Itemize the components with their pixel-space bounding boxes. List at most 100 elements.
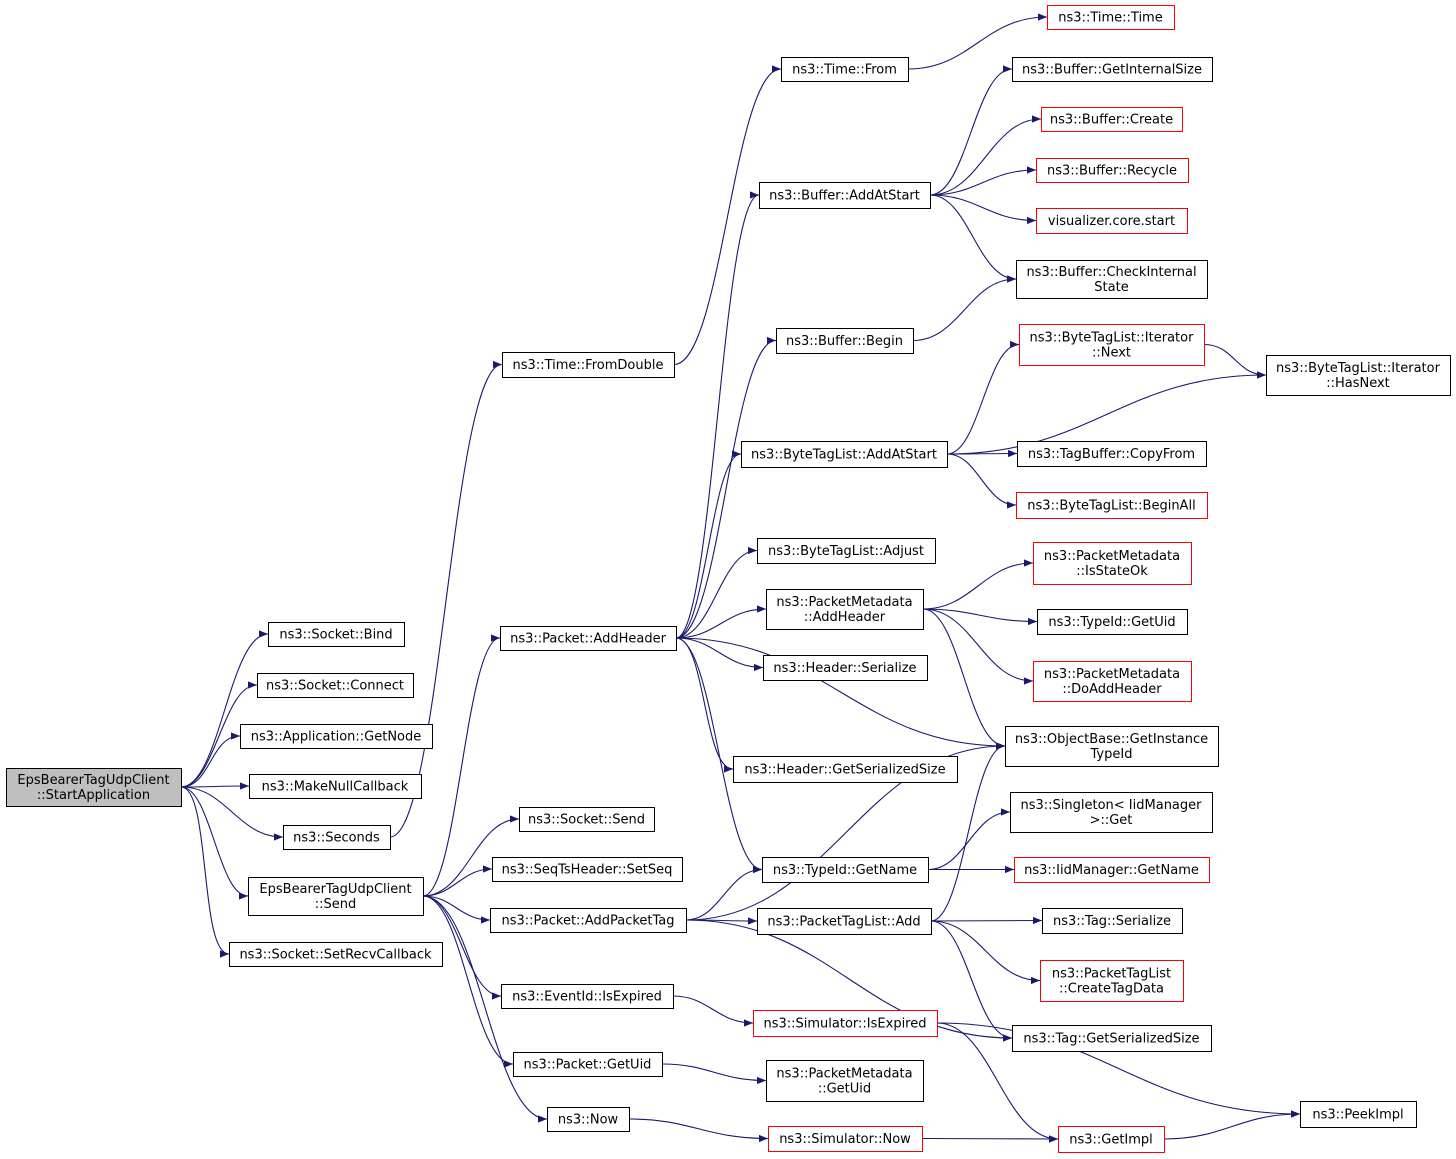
node-box <box>519 807 655 832</box>
node-typeidgetname[interactable]: ns3::TypeId::GetName <box>762 857 929 883</box>
call-edge-addpackettag-to-objgettypeid <box>685 742 1006 921</box>
node-label: ns3::Buffer::Create <box>1050 113 1173 128</box>
call-edge-addheader-to-btladjust <box>675 546 758 639</box>
call-edge-addheader-to-objgettypeid <box>675 637 1006 750</box>
node-label: ns3::Socket::Send <box>528 813 645 828</box>
node-box <box>757 908 932 935</box>
node-label: ::IsStateOk <box>1076 564 1148 579</box>
node-connect[interactable]: ns3::Socket::Connect <box>257 673 414 698</box>
node-label: ns3::Time::FromDouble <box>513 358 664 373</box>
node-tagbufcopy[interactable]: ns3::TagBuffer::CopyFrom <box>1017 441 1207 467</box>
node-send[interactable]: EpsBearerTagUdpClient::Send <box>248 877 424 916</box>
call-edge-bufaddstart-to-bufcheck <box>929 194 1017 283</box>
node-btlithasnext[interactable]: ns3::ByteTagList::Iterator::HasNext <box>1266 355 1451 396</box>
node-box <box>1041 107 1183 132</box>
node-btlitnext[interactable]: ns3::ByteTagList::Iterator::Next <box>1019 324 1205 366</box>
node-simisexpired[interactable]: ns3::Simulator::IsExpired <box>753 1010 938 1037</box>
node-bufcreate[interactable]: ns3::Buffer::Create <box>1041 107 1183 132</box>
node-ptladd[interactable]: ns3::PacketTagList::Add <box>757 908 932 935</box>
node-hdrserialize[interactable]: ns3::Header::Serialize <box>763 655 928 681</box>
node-makenull[interactable]: ns3::MakeNullCallback <box>249 774 422 799</box>
node-tagserialize[interactable]: ns3::Tag::Serialize <box>1042 908 1183 934</box>
call-edge-timefrom-to-timetime <box>907 13 1048 70</box>
node-pmgetuid[interactable]: ns3::PacketMetadata::GetUid <box>766 1060 924 1102</box>
node-singletonget[interactable]: ns3::Singleton< IidManager>::Get <box>1010 792 1213 833</box>
node-box <box>1058 1126 1165 1153</box>
node-simnow[interactable]: ns3::Simulator::Now <box>768 1126 923 1152</box>
node-label: visualizer.core.start <box>1048 214 1175 229</box>
call-edge-send-to-addheader <box>422 634 501 897</box>
node-socksend[interactable]: ns3::Socket::Send <box>519 807 655 832</box>
node-pmdoaddheader[interactable]: ns3::PacketMetadata::DoAddHeader <box>1033 661 1192 702</box>
node-ptlcreatetag[interactable]: ns3::PacketTagList::CreateTagData <box>1040 960 1184 1002</box>
node-bufrecycle[interactable]: ns3::Buffer::Recycle <box>1036 158 1189 183</box>
node-box <box>513 1052 663 1077</box>
node-box <box>1037 609 1188 635</box>
node-now[interactable]: ns3::Now <box>547 1107 630 1132</box>
node-addheader[interactable]: ns3::Packet::AddHeader <box>500 626 677 651</box>
call-edge-bufaddstart-to-bufinternal <box>929 65 1013 196</box>
node-pmaddheader[interactable]: ns3::PacketMetadata::AddHeader <box>766 589 924 630</box>
node-label: ns3::Simulator::Now <box>779 1132 911 1147</box>
call-edge-addheader-to-hdrserialize <box>675 637 764 672</box>
call-edge-bufbegin-to-bufcheck <box>912 275 1017 342</box>
node-btladjust[interactable]: ns3::ByteTagList::Adjust <box>757 538 936 564</box>
node-addpackettag[interactable]: ns3::Packet::AddPacketTag <box>490 908 687 933</box>
node-bufbegin[interactable]: ns3::Buffer::Begin <box>776 328 914 354</box>
node-setseq[interactable]: ns3::SeqTsHeader::SetSeq <box>492 857 683 882</box>
call-edge-simisexpired-to-peekimpl <box>936 1022 1301 1118</box>
node-root[interactable]: EpsBearerTagUdpClient::StartApplication <box>6 768 182 807</box>
node-box <box>1036 208 1188 234</box>
node-label: ns3::IidManager::GetName <box>1024 863 1199 878</box>
node-box <box>741 441 948 468</box>
node-box <box>1042 908 1183 934</box>
node-box <box>1036 158 1189 183</box>
node-pmisstateok[interactable]: ns3::PacketMetadata::IsStateOk <box>1033 542 1192 585</box>
node-timetime[interactable]: ns3::Time::Time <box>1047 5 1175 30</box>
node-typeidgetuid[interactable]: ns3::TypeId::GetUid <box>1037 609 1188 635</box>
node-fromdouble[interactable]: ns3::Time::FromDouble <box>502 352 675 378</box>
node-seconds[interactable]: ns3::Seconds <box>283 825 391 850</box>
node-timefrom[interactable]: ns3::Time::From <box>781 57 909 82</box>
node-box <box>1017 441 1207 467</box>
node-btlbeginall[interactable]: ns3::ByteTagList::BeginAll <box>1016 492 1208 519</box>
node-label: ns3::Time::Time <box>1058 11 1162 26</box>
call-edge-addheader-to-hdrgetsize <box>675 637 734 773</box>
node-bufaddstart[interactable]: ns3::Buffer::AddAtStart <box>759 182 931 209</box>
node-taggetsize[interactable]: ns3::Tag::GetSerializedSize <box>1012 1025 1212 1052</box>
node-label: ns3::ByteTagList::Adjust <box>768 544 924 559</box>
node-box <box>490 908 687 933</box>
node-peekimpl[interactable]: ns3::PeekImpl <box>1300 1101 1417 1128</box>
node-setrecv[interactable]: ns3::Socket::SetRecvCallback <box>229 942 443 967</box>
node-label: ns3::TypeId::GetName <box>773 863 917 878</box>
node-btladdstart[interactable]: ns3::ByteTagList::AddAtStart <box>741 441 948 468</box>
node-label: ns3::Singleton< IidManager <box>1020 798 1202 813</box>
call-edge-pmaddheader-to-pmdoaddheader <box>922 608 1034 685</box>
node-getimpl[interactable]: ns3::GetImpl <box>1058 1126 1165 1153</box>
node-getnode[interactable]: ns3::Application::GetNode <box>240 724 433 749</box>
node-bind[interactable]: ns3::Socket::Bind <box>268 622 405 647</box>
node-hdrgetsize[interactable]: ns3::Header::GetSerializedSize <box>733 756 958 783</box>
call-edge-send-to-addpackettag <box>422 895 491 924</box>
node-label: ns3::EventId::IsExpired <box>512 990 662 1005</box>
node-label: ::AddHeader <box>804 610 886 625</box>
node-box <box>547 1107 630 1132</box>
node-box <box>766 589 924 630</box>
node-label: ns3::ByteTagList::Iterator <box>1030 331 1195 346</box>
call-edge-ptladd-to-objgettypeid <box>930 742 1006 922</box>
node-label: ns3::Buffer::Recycle <box>1047 164 1177 179</box>
node-getuid[interactable]: ns3::Packet::GetUid <box>513 1052 663 1077</box>
node-label: >::Get <box>1090 813 1133 828</box>
node-isexpired[interactable]: ns3::EventId::IsExpired <box>501 984 674 1009</box>
node-iidgetname[interactable]: ns3::IidManager::GetName <box>1014 857 1210 883</box>
node-label: ns3::Buffer::AddAtStart <box>769 189 920 204</box>
node-label: ns3::TagBuffer::CopyFrom <box>1028 447 1195 462</box>
node-vizstart[interactable]: visualizer.core.start <box>1036 208 1188 234</box>
node-label: ns3::Buffer::Begin <box>786 334 903 349</box>
node-box <box>257 673 414 698</box>
call-edge-seconds-to-fromdouble <box>389 360 503 838</box>
node-bufinternal[interactable]: ns3::Buffer::GetInternalSize <box>1012 57 1213 82</box>
node-label: ::GetUid <box>818 1082 871 1097</box>
